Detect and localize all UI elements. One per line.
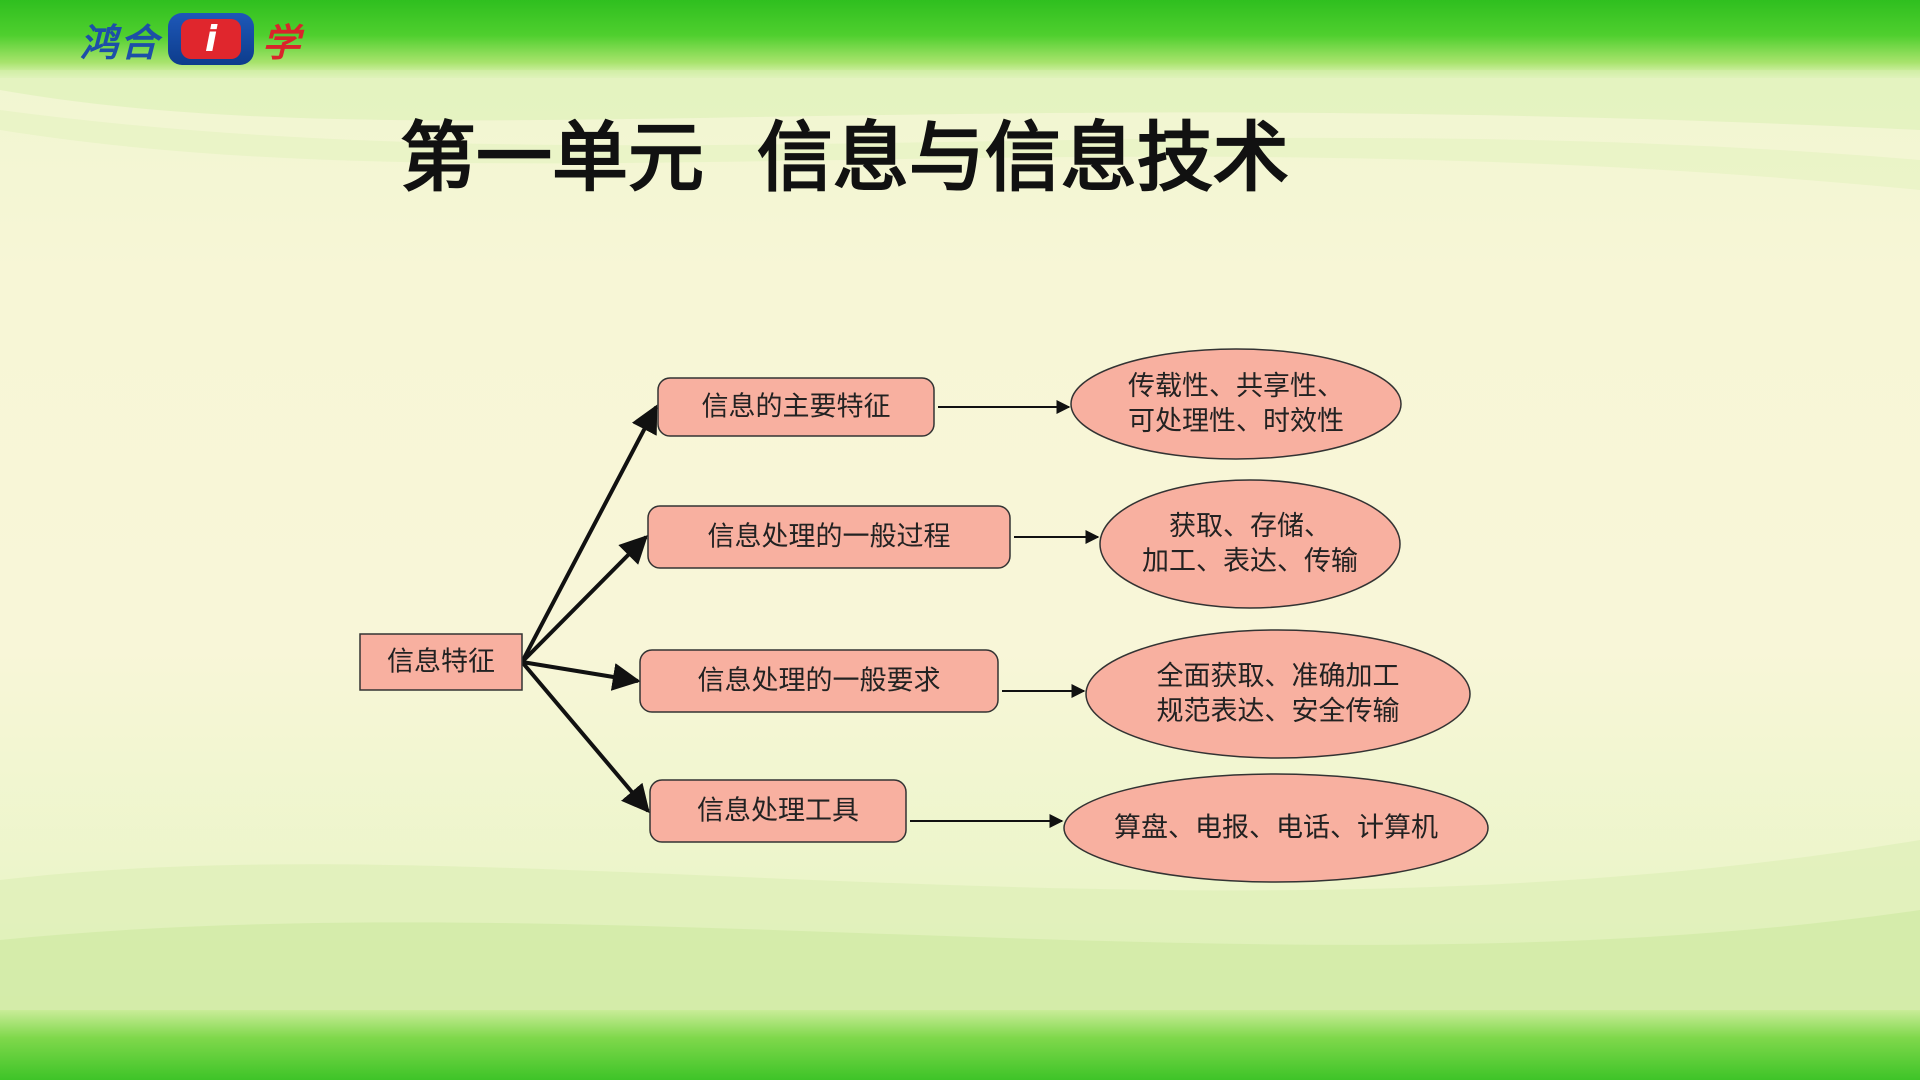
- brand-logo: 鸿合 i 学: [80, 8, 302, 70]
- footer-bar: [0, 1010, 1920, 1080]
- slide-title: 第一单元 信息与信息技术: [400, 113, 1289, 202]
- diagram-branch-label: 信息处理工具: [697, 796, 859, 827]
- diagram-detail-label: 可处理性、时效性: [1128, 406, 1344, 437]
- diagram-detail-label: 获取、存储、: [1169, 511, 1331, 542]
- diagram-edge-root-to-branch: [520, 404, 658, 663]
- diagram-detail-label: 规范表达、安全传输: [1157, 696, 1400, 727]
- diagram-detail-node: [1070, 348, 1402, 460]
- diagram-branch-node: [639, 649, 999, 713]
- diagram-detail-label: 全面获取、准确加工: [1157, 661, 1400, 692]
- diagram-edge-root-to-branch: [521, 660, 641, 691]
- logo-i-mark: i: [168, 13, 255, 65]
- diagram-branch-node: [647, 505, 1011, 569]
- diagram-detail-label: 传载性、共享性、: [1128, 371, 1344, 402]
- diagram-detail-label: 算盘、电报、电话、计算机: [1114, 813, 1438, 844]
- diagram-root-node: [359, 633, 523, 691]
- diagram-branch-label: 信息处理的一般要求: [698, 666, 941, 697]
- diagram-branch-label: 信息的主要特征: [702, 392, 891, 423]
- diagram-detail-node: [1099, 479, 1401, 609]
- logo-i-letter: i: [181, 19, 242, 60]
- diagram-edge-root-to-branch: [520, 535, 648, 664]
- diagram-branch-node: [657, 377, 935, 437]
- diagram-detail-node: [1085, 629, 1471, 759]
- diagram-branch-node: [649, 779, 907, 843]
- diagram-detail-node: [1063, 773, 1489, 883]
- diagram-edge-root-to-branch: [520, 660, 650, 814]
- header-bar: [0, 0, 1920, 78]
- diagram-detail-label: 加工、表达、传输: [1142, 546, 1358, 577]
- logo-left-text: 鸿合: [80, 20, 161, 65]
- diagram-branch-label: 信息处理的一般过程: [708, 522, 951, 553]
- logo-right-text: 学: [262, 20, 303, 65]
- diagram-root-label: 信息特征: [387, 647, 495, 678]
